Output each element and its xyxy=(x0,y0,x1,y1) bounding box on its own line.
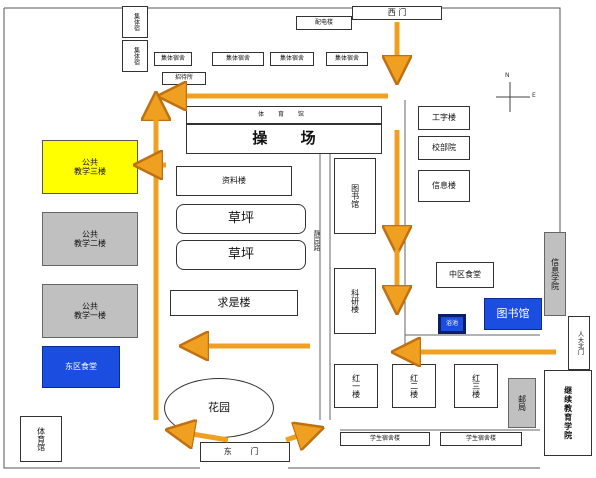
east-canteen: 东区食堂 xyxy=(42,346,120,388)
gym-building: 体育馆 xyxy=(20,416,62,462)
hong-2-building: 红二楼 xyxy=(392,364,436,408)
student-dorm-1: 学生宿舍楼 xyxy=(340,432,430,446)
engineering-building: 工字楼 xyxy=(418,106,470,130)
info-school: 信息学院 xyxy=(544,232,566,316)
row-bldg-3: 集体宿舍 xyxy=(270,52,314,66)
lawn-1: 草坪 xyxy=(176,204,306,234)
row-bldg-2: 集体宿舍 xyxy=(212,52,264,66)
teaching-building-2: 公共教学二楼 xyxy=(42,212,138,266)
continuing-education-school: 继续教育学院 xyxy=(544,370,592,456)
library: 图书馆 xyxy=(484,298,542,330)
admin-building: 校部院 xyxy=(418,136,470,160)
teaching-building-1: 公共教学一楼 xyxy=(42,284,138,338)
hong-1-building: 红一楼 xyxy=(334,364,378,408)
road-label: 静园路 xyxy=(313,230,321,251)
hong-3-building: 红三楼 xyxy=(454,364,498,408)
bldg-top-left-2: 集体宿 xyxy=(122,40,148,72)
row-bldg-1: 集体宿舍 xyxy=(154,52,192,66)
teaching-building-3: 公共教学三楼 xyxy=(42,140,138,194)
student-dorm-2: 学生宿舍楼 xyxy=(440,432,522,446)
power-building: 配电楼 xyxy=(296,16,352,30)
post-office: 邮局 xyxy=(508,378,536,428)
info-building: 信息楼 xyxy=(418,170,470,202)
lawn-2: 草坪 xyxy=(176,240,306,270)
stadium-top: 体 育 馆 xyxy=(186,106,382,124)
row-bldg-4: 集体宿舍 xyxy=(326,52,368,66)
east-gate[interactable]: 东 门 xyxy=(200,442,290,462)
qiushi-building: 求是楼 xyxy=(170,290,298,316)
compass-east-label: E xyxy=(532,92,536,99)
north-gate[interactable]: 人大北门 xyxy=(568,316,590,370)
bathhouse: 浴池 xyxy=(438,314,466,334)
central-canteen: 中区食堂 xyxy=(436,262,494,288)
bldg-top-left-1: 集体宿 xyxy=(122,6,148,38)
west-gate[interactable]: 西 门 xyxy=(352,6,442,20)
archives-building: 资料楼 xyxy=(176,166,292,196)
garden: 花园 xyxy=(164,378,274,438)
compass-north-label: N xyxy=(505,72,510,79)
playground: 操 场 xyxy=(186,124,382,154)
guest-house: 招待所 xyxy=(162,72,206,85)
research-building: 科研楼 xyxy=(334,268,376,334)
old-library: 图书馆 xyxy=(334,158,376,234)
